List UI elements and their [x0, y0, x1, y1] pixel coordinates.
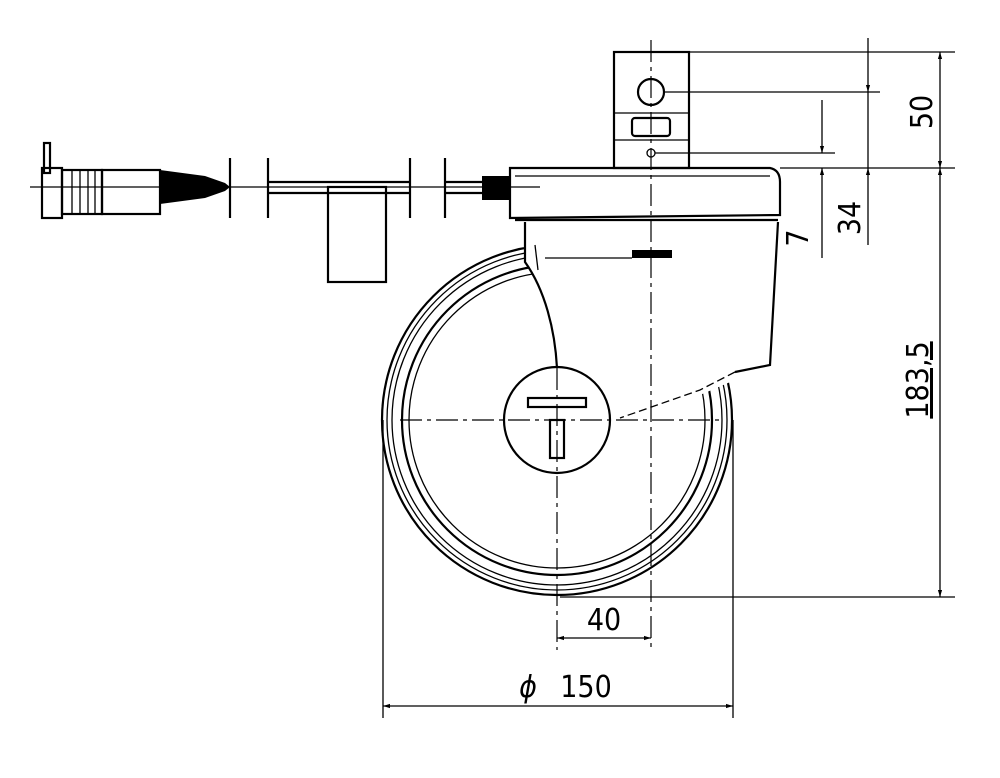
dimension-40: 40	[557, 603, 651, 641]
dimension-183-5-label: 183,5	[901, 341, 936, 418]
fork	[522, 221, 780, 420]
dimension-34: 34	[833, 38, 871, 245]
dimension-7: 7	[781, 100, 825, 258]
diameter-symbol: ϕ	[519, 670, 537, 705]
dimension-7-label: 7	[781, 229, 816, 246]
marker-block	[632, 250, 672, 258]
dimension-diameter-150: ϕ 150	[383, 670, 733, 709]
center-lines	[400, 40, 720, 650]
dimension-40-label: 40	[587, 603, 621, 638]
swivel-head	[508, 166, 782, 258]
dimension-34-label: 34	[833, 201, 868, 235]
dimension-50: 50	[905, 52, 943, 168]
dimension-50-label: 50	[905, 95, 940, 129]
extension-lines	[382, 51, 955, 718]
dimension-150-label: 150	[560, 670, 612, 705]
dimension-183-5: 183,5	[901, 168, 943, 597]
cable-connector	[30, 141, 540, 284]
